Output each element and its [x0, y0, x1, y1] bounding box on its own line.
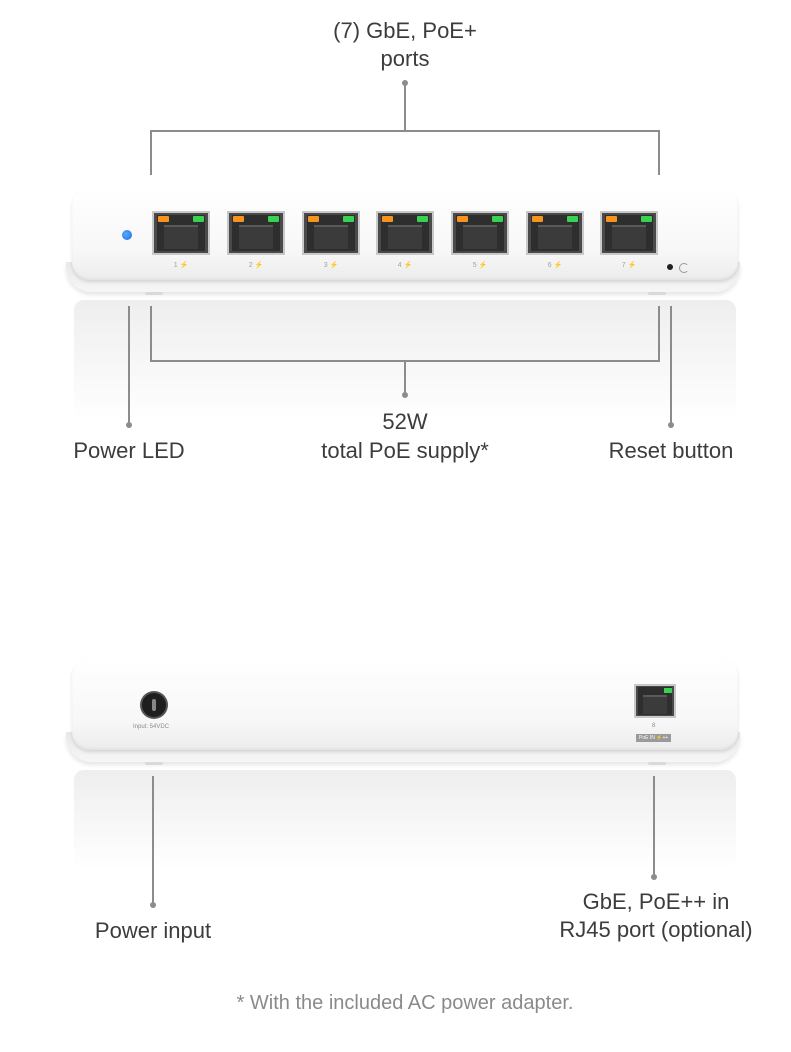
reset-icon [679, 263, 689, 273]
uplink-label-line2: RJ45 port (optional) [559, 917, 753, 942]
ethernet-port-3 [302, 211, 360, 255]
power-led-callout-line [128, 306, 130, 424]
port-number-7: 7 ⚡ [621, 262, 637, 269]
rear-foot-right [648, 762, 666, 765]
uplink-callout-line [653, 776, 655, 876]
power-led-label: Power LED [73, 438, 185, 463]
footnote: * With the included AC power adapter. [236, 992, 574, 1014]
port-number-2: 2 ⚡ [248, 262, 264, 269]
uplink-port-marking: PoE IN ⚡++ [636, 734, 672, 742]
poe-callout-stem [404, 360, 406, 394]
poe-callout-dot [402, 392, 408, 398]
uplink-port [634, 684, 676, 718]
port-number-6: 6 ⚡ [547, 262, 563, 269]
port-number-5: 5 ⚡ [472, 262, 488, 269]
power-input-label: Power input [94, 918, 212, 943]
ports-label-line1: (7) GbE, PoE+ [333, 18, 477, 43]
ethernet-port-2 [227, 211, 285, 255]
power-led-callout-dot [126, 422, 132, 428]
rear-reflection [74, 770, 736, 870]
poe-bracket-left [150, 306, 152, 362]
poe-supply-caption: total PoE supply* [321, 438, 489, 463]
poe-supply-value: 52W [382, 409, 428, 434]
dc-power-jack [142, 693, 166, 717]
poe-bracket-right [658, 306, 660, 362]
ethernet-port-5 [451, 211, 509, 255]
rear-foot-left [145, 762, 163, 765]
ethernet-port-1 [152, 211, 210, 255]
port-number-3: 3 ⚡ [323, 262, 339, 269]
rear-device-body [72, 658, 738, 750]
ports-bracket-top [150, 130, 660, 132]
front-foot-right [648, 292, 666, 295]
uplink-label-line1: GbE, PoE++ in [582, 889, 730, 914]
front-foot-left [145, 292, 163, 295]
ethernet-port-7 [600, 211, 658, 255]
ethernet-port-6 [526, 211, 584, 255]
power-input-callout-dot [150, 902, 156, 908]
ports-bracket-left [150, 130, 152, 175]
power-input-marking: Input: 54VDC [133, 724, 170, 730]
ports-bracket-right [658, 130, 660, 175]
reset-label: Reset button [608, 438, 734, 463]
reset-callout-dot [668, 422, 674, 428]
power-input-callout-line [152, 776, 154, 904]
port-number-1: 1 ⚡ [173, 262, 189, 269]
ports-callout-stem [404, 83, 406, 130]
ethernet-port-4 [376, 211, 434, 255]
uplink-callout-dot [651, 874, 657, 880]
uplink-port-number: 8 [652, 723, 656, 729]
power-led [122, 230, 132, 240]
port-number-4: 4 ⚡ [397, 262, 413, 269]
reset-button [667, 264, 673, 270]
reset-callout-line [670, 306, 672, 424]
ports-label-line2: ports [380, 46, 430, 71]
